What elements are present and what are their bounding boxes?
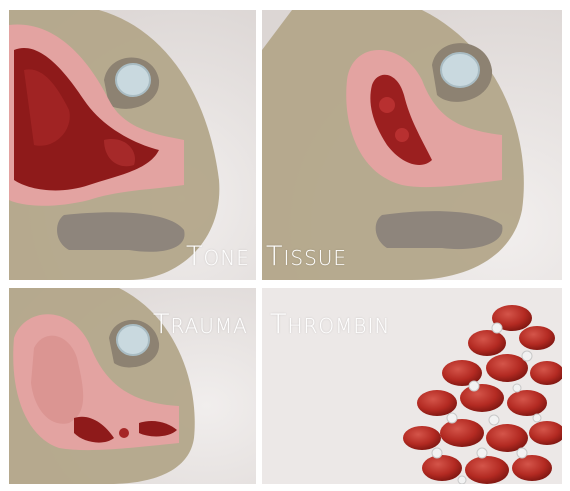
label-thrombin-cap: T	[270, 309, 288, 340]
label-tissue: TISSUE	[266, 241, 347, 272]
label-thrombin: THROMBIN	[270, 309, 390, 340]
tissue-illustration	[262, 10, 562, 280]
divider-vertical	[256, 10, 262, 484]
label-trauma-rest: RAUMA	[171, 314, 248, 338]
label-trauma-cap: T	[153, 309, 171, 340]
panel-tissue	[262, 10, 562, 280]
label-tone-cap: T	[186, 241, 204, 272]
label-tone-rest: ONE	[204, 246, 250, 270]
label-tissue-rest: ISSUE	[284, 246, 348, 270]
divider-horizontal	[9, 280, 562, 288]
label-tone: TONE	[186, 241, 250, 272]
label-tissue-cap: T	[266, 241, 284, 272]
panel-tone	[9, 10, 256, 280]
label-trauma: TRAUMA	[153, 309, 248, 340]
tone-illustration	[9, 10, 256, 280]
label-thrombin-rest: HROMBIN	[288, 314, 391, 338]
